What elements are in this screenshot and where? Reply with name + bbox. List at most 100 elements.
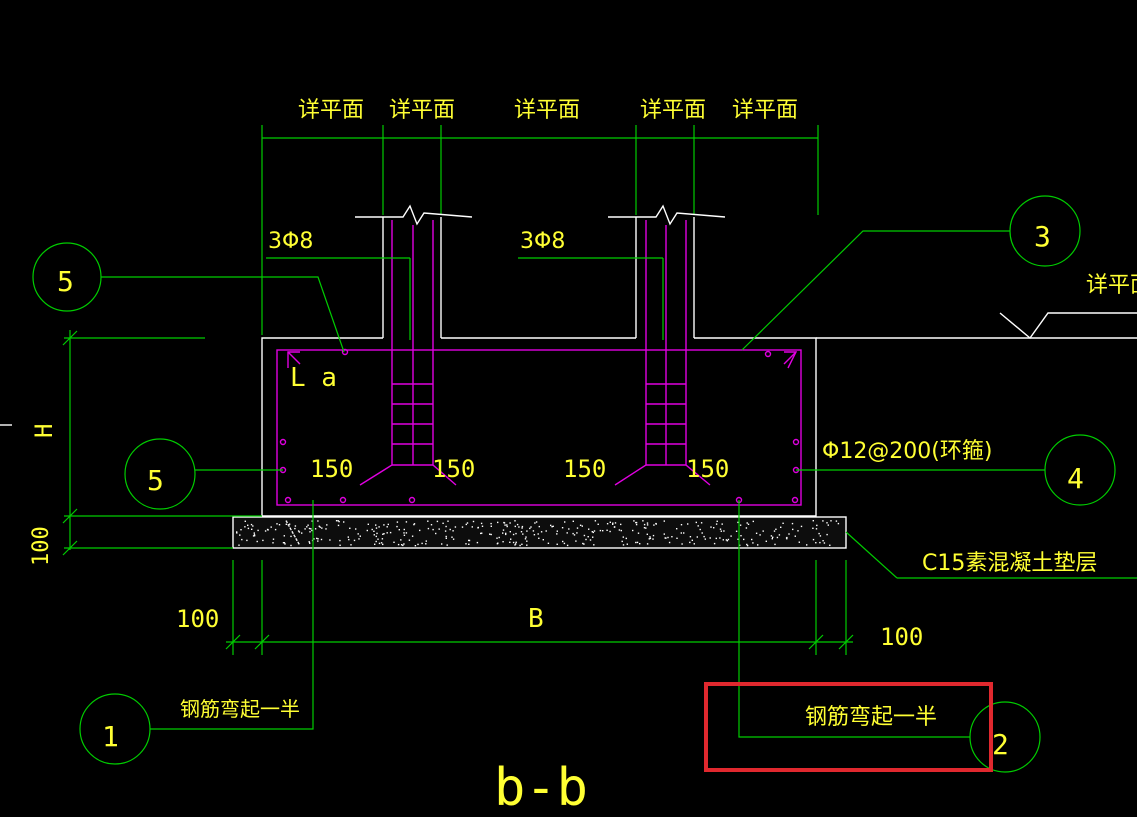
concrete-speckle bbox=[566, 532, 568, 534]
concrete-speckle bbox=[709, 537, 711, 539]
concrete-speckle bbox=[552, 525, 554, 527]
concrete-speckle bbox=[236, 531, 238, 533]
concrete-speckle bbox=[442, 522, 444, 524]
concrete-speckle bbox=[335, 520, 338, 522]
concrete-speckle bbox=[244, 526, 246, 528]
concrete-speckle bbox=[366, 529, 368, 532]
concrete-speckle bbox=[788, 533, 790, 535]
stirrup-label: Φ12@200(环箍) bbox=[822, 439, 992, 464]
concrete-speckle bbox=[307, 524, 309, 526]
concrete-speckle bbox=[538, 525, 540, 528]
concrete-speckle bbox=[427, 520, 429, 522]
concrete-speckle bbox=[468, 539, 471, 542]
concrete-speckle bbox=[325, 528, 327, 530]
height-dimension: H 100 bbox=[0, 330, 262, 566]
concrete-speckle bbox=[757, 544, 759, 546]
concrete-speckle bbox=[318, 525, 320, 527]
concrete-speckle bbox=[400, 539, 402, 541]
concrete-speckle bbox=[696, 536, 698, 538]
concrete-speckle bbox=[387, 523, 389, 526]
concrete-speckle bbox=[695, 521, 697, 524]
concrete-speckle bbox=[297, 541, 299, 544]
concrete-speckle bbox=[582, 542, 584, 545]
concrete-speckle bbox=[622, 544, 625, 546]
right-level-label: 详平面 bbox=[1086, 273, 1137, 298]
concrete-speckle bbox=[317, 538, 319, 540]
concrete-speckle bbox=[489, 533, 491, 535]
concrete-speckle bbox=[383, 524, 385, 526]
offset-label-4: 150 bbox=[686, 455, 729, 483]
concrete-speckle bbox=[583, 534, 586, 537]
concrete-speckle bbox=[653, 524, 655, 526]
concrete-speckle bbox=[419, 529, 421, 532]
concrete-speckle bbox=[655, 522, 657, 525]
concrete-speckle bbox=[314, 528, 317, 530]
concrete-speckle bbox=[797, 530, 799, 532]
concrete-speckle bbox=[376, 532, 378, 535]
concrete-speckle bbox=[311, 529, 313, 532]
concrete-speckle bbox=[287, 524, 289, 526]
concrete-speckle bbox=[502, 532, 504, 534]
concrete-speckle bbox=[719, 537, 721, 539]
concrete-speckle bbox=[514, 544, 516, 546]
concrete-speckle bbox=[310, 528, 312, 530]
concrete-speckle bbox=[755, 532, 758, 534]
bedding-label: C15素混凝土垫层 bbox=[922, 551, 1097, 576]
bedding-thickness-label: 100 bbox=[29, 526, 54, 566]
concrete-speckle bbox=[452, 530, 454, 532]
concrete-speckle bbox=[282, 542, 285, 544]
concrete-speckle bbox=[667, 536, 669, 539]
concrete-speckle bbox=[722, 539, 724, 541]
concrete-speckle bbox=[349, 527, 351, 529]
concrete-speckle bbox=[296, 539, 298, 541]
concrete-speckle bbox=[278, 524, 281, 526]
concrete-speckle bbox=[772, 536, 774, 538]
offset-label-3: 150 bbox=[563, 455, 606, 483]
concrete-speckle bbox=[599, 529, 602, 532]
concrete-speckle bbox=[454, 526, 457, 528]
concrete-speckle bbox=[309, 542, 311, 544]
concrete-speckle bbox=[316, 537, 318, 540]
height-label: H bbox=[30, 424, 58, 438]
concrete-speckle bbox=[236, 532, 238, 534]
concrete-speckle bbox=[635, 541, 637, 544]
concrete-speckle bbox=[572, 520, 574, 522]
concrete-speckle bbox=[446, 544, 448, 546]
concrete-speckle bbox=[509, 531, 511, 533]
concrete-speckle bbox=[503, 522, 506, 524]
concrete-speckle bbox=[771, 538, 773, 540]
concrete-speckle bbox=[721, 523, 723, 525]
concrete-speckle bbox=[521, 543, 523, 545]
concrete-speckle bbox=[375, 540, 377, 543]
concrete-speckle bbox=[377, 538, 379, 540]
concrete-speckle bbox=[815, 528, 818, 530]
concrete-speckle bbox=[337, 524, 340, 527]
concrete-speckle bbox=[480, 522, 483, 525]
concrete-speckle bbox=[632, 529, 634, 532]
concrete-speckle bbox=[301, 532, 303, 534]
concrete-speckle bbox=[620, 523, 622, 526]
concrete-speckle bbox=[286, 521, 288, 524]
concrete-speckle bbox=[239, 534, 241, 536]
concrete-speckle bbox=[294, 535, 296, 538]
concrete-speckle bbox=[321, 527, 323, 529]
concrete-speckle bbox=[438, 528, 440, 530]
concrete-speckle bbox=[403, 528, 405, 531]
concrete-speckle bbox=[445, 535, 447, 538]
concrete-speckle bbox=[819, 541, 821, 544]
concrete-speckle bbox=[525, 536, 527, 538]
concrete-speckle bbox=[652, 534, 655, 537]
concrete-speckle bbox=[339, 539, 341, 542]
concrete-speckle bbox=[652, 538, 654, 540]
concrete-speckle bbox=[480, 532, 482, 535]
concrete-speckle bbox=[588, 528, 590, 530]
bottom-dimensions: 100 B 100 bbox=[176, 560, 923, 655]
top-dimension-chain: 详平面 详平面 详平面 详平面 详平面 bbox=[261, 98, 819, 335]
concrete-speckle bbox=[252, 525, 254, 527]
concrete-speckle bbox=[285, 520, 288, 522]
concrete-speckle bbox=[272, 538, 275, 540]
concrete-speckle bbox=[776, 536, 779, 539]
concrete-speckle bbox=[505, 532, 507, 535]
concrete-speckle bbox=[343, 521, 345, 523]
